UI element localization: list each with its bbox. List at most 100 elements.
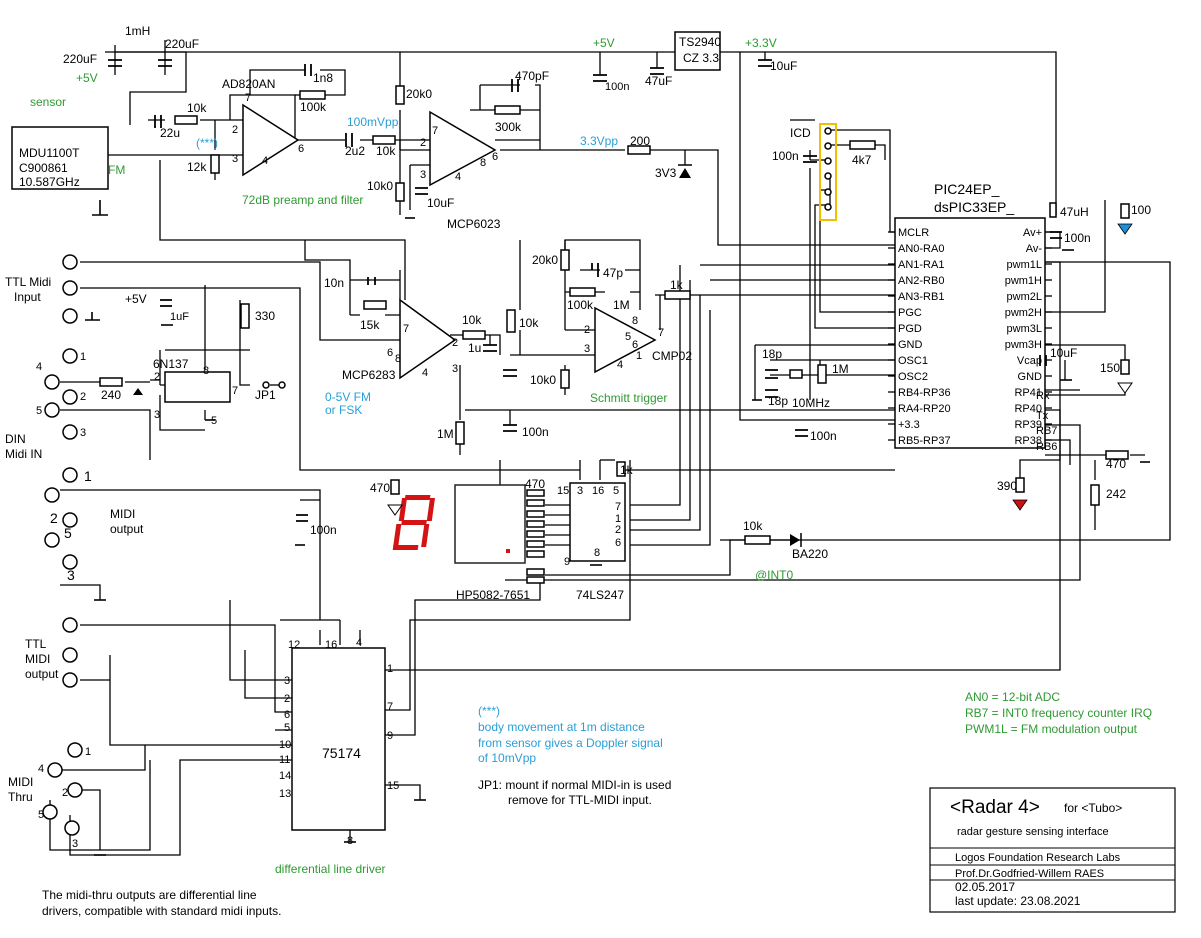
res-12k-label: 12k [187,160,207,174]
mcp6023-pin4: 4 [455,171,461,183]
pic-left-pin-label: OSC2 [898,371,928,383]
mcp6023-pin7: 7 [432,125,438,137]
drv-pin11: 11 [279,754,290,766]
cap-10n-label: 10n [324,276,344,290]
pic-left-pin-label: GND [898,339,923,351]
stars-marker: (***) [196,136,218,150]
pic-tx-label: Tx [1036,410,1049,422]
midi-thru-label-1: MIDI [8,775,33,789]
note-doppler-3: of 10mVpp [478,751,536,765]
drv-pin13: 13 [279,788,291,800]
res-240-label: 240 [101,388,121,402]
cap-1uf-label: 1uF [170,311,189,323]
pic-left-pin-label: RA4-RP20 [898,403,951,415]
pic-right-pin-label: GND [1018,371,1043,383]
6n137-label: 6N137 [153,357,189,371]
cap-100n-c-label: 100n [810,429,837,443]
drv-pin15: 15 [387,780,399,792]
mcp6023-pin6: 6 [492,151,498,163]
pic-right-pin-label: pwm3H [1005,339,1042,351]
opto-pin8: 8 [203,365,209,377]
cap-220u-b-label: 220uF [165,37,199,51]
pic-right-pin-label: RP39 [1014,419,1042,431]
res-10k-e-label: 10k [743,519,763,533]
pic-rb7-label: RB7 [1036,425,1057,437]
ls247-pin1: 1 [615,513,621,525]
ttl-midi-input-label-2: Input [14,290,41,304]
res-100-label: 100 [1131,203,1151,217]
ts2940-regulator [674,31,721,71]
mcp6283-opamp [399,298,457,380]
thru-pin2: 2 [62,787,68,799]
pic-right-pin-label: pwm1L [1007,259,1042,271]
legend-line-1: AN0 = 12-bit ADC [965,690,1060,704]
segment-digit-8 [392,495,510,553]
ls247-pin7: 7 [615,501,621,513]
pic-left-pin-label: AN2-RB0 [898,275,944,287]
res-20k0-label: 20k0 [406,87,432,101]
vpp-100m-label: 100mVpp [347,115,399,129]
ttl-midi-input-label-1: TTL Midi [5,275,51,289]
inductor-1mh-label: 1mH [125,24,150,38]
diff-driver-label: differential line driver [275,862,386,876]
note-doppler-1: body movement at 1m distance [478,720,645,734]
zener-3v3-label: 3V3 [655,166,677,180]
res-470-a-label: 470 [1106,457,1126,471]
res-200-label: 200 [630,134,650,148]
ls247-pin6: 6 [615,537,621,549]
legend-line-3: PWM1L = FM modulation output [965,722,1138,736]
pic-left-pins: MCLRAN0-RA0AN1-RA1AN2-RB0AN3-RB1PGCPGDGN… [888,227,951,447]
pic-right-pin-label: pwm3L [1007,323,1042,335]
pic-left-pin-label: AN1-RA1 [898,259,944,271]
preamp-label: 72dB preamp and filter [242,193,363,207]
cmp02-pin6: 6 [632,339,638,351]
legend-line-2: RB7 = INT0 frequency counter IRQ [965,706,1152,720]
pic-title-1: PIC24EP_ [934,181,1000,197]
title-text: <Radar 4> [950,797,1040,818]
note-stars: (***) [478,704,500,718]
din-pin5: 5 [36,405,42,417]
mcp6023-pin8: 8 [480,157,486,169]
drv-pin2: 2 [284,693,290,705]
res-150-label: 150 [1100,361,1120,375]
midi-output-label-1: MIDI [110,507,135,521]
res-10k0-label: 10k0 [367,179,393,193]
ground-symbols [85,200,1150,856]
mcp6283-pin8: 8 [395,353,401,365]
capacitors [108,59,1062,522]
ttl-midi-output-label-3: output [25,667,59,681]
drv-pin3: 3 [284,675,290,687]
ls247-pin5: 5 [613,485,619,497]
zener-3v3 [679,168,691,178]
ls247-pin16: 16 [592,485,604,497]
midi-output-label-2: output [110,522,144,536]
ttl-midi-output-label-2: MIDI [25,652,50,666]
inductor-47uh-label: 47uH [1060,205,1089,219]
sensor-label: sensor [30,95,66,109]
note-jp1-2: remove for TTL-MIDI input. [508,793,652,807]
sensor-fm-label: FM [108,163,125,177]
schmitt-label: Schmitt trigger [590,391,667,405]
cap-100n-a-label: 100n [605,81,629,93]
note-jp1-1: JP1: mount if normal MIDI-in is used [478,778,671,792]
crystal-label: 10MHz [792,396,830,410]
pic-right-pin-label: pwm2L [1007,291,1042,303]
title-date: 02.05.2017 [955,880,1015,894]
pic-right-pin-label: pwm1H [1005,275,1042,287]
res-10k-d-label: 10k [519,316,539,330]
drv-pin5: 5 [284,722,290,734]
din-pin1: 1 [80,351,86,363]
mcp6283-pin6: 6 [387,347,393,359]
icd-label: ICD [790,126,811,140]
power-5v-left: +5V [125,292,147,306]
ls247-pin8: 8 [594,547,600,559]
pic-left-pin-label: RB4-RP36 [898,387,951,399]
cmp02-pin4: 4 [617,359,623,371]
cmp02-pin8: 8 [632,315,638,327]
drv-pin16: 16 [325,639,337,651]
d75174-driver [291,647,386,831]
midi-thru-label-2: Thru [8,790,33,804]
icd-header [819,123,837,221]
cmp02-comparator [594,306,657,374]
pic-left-pin-label: RB5-RP37 [898,435,951,447]
